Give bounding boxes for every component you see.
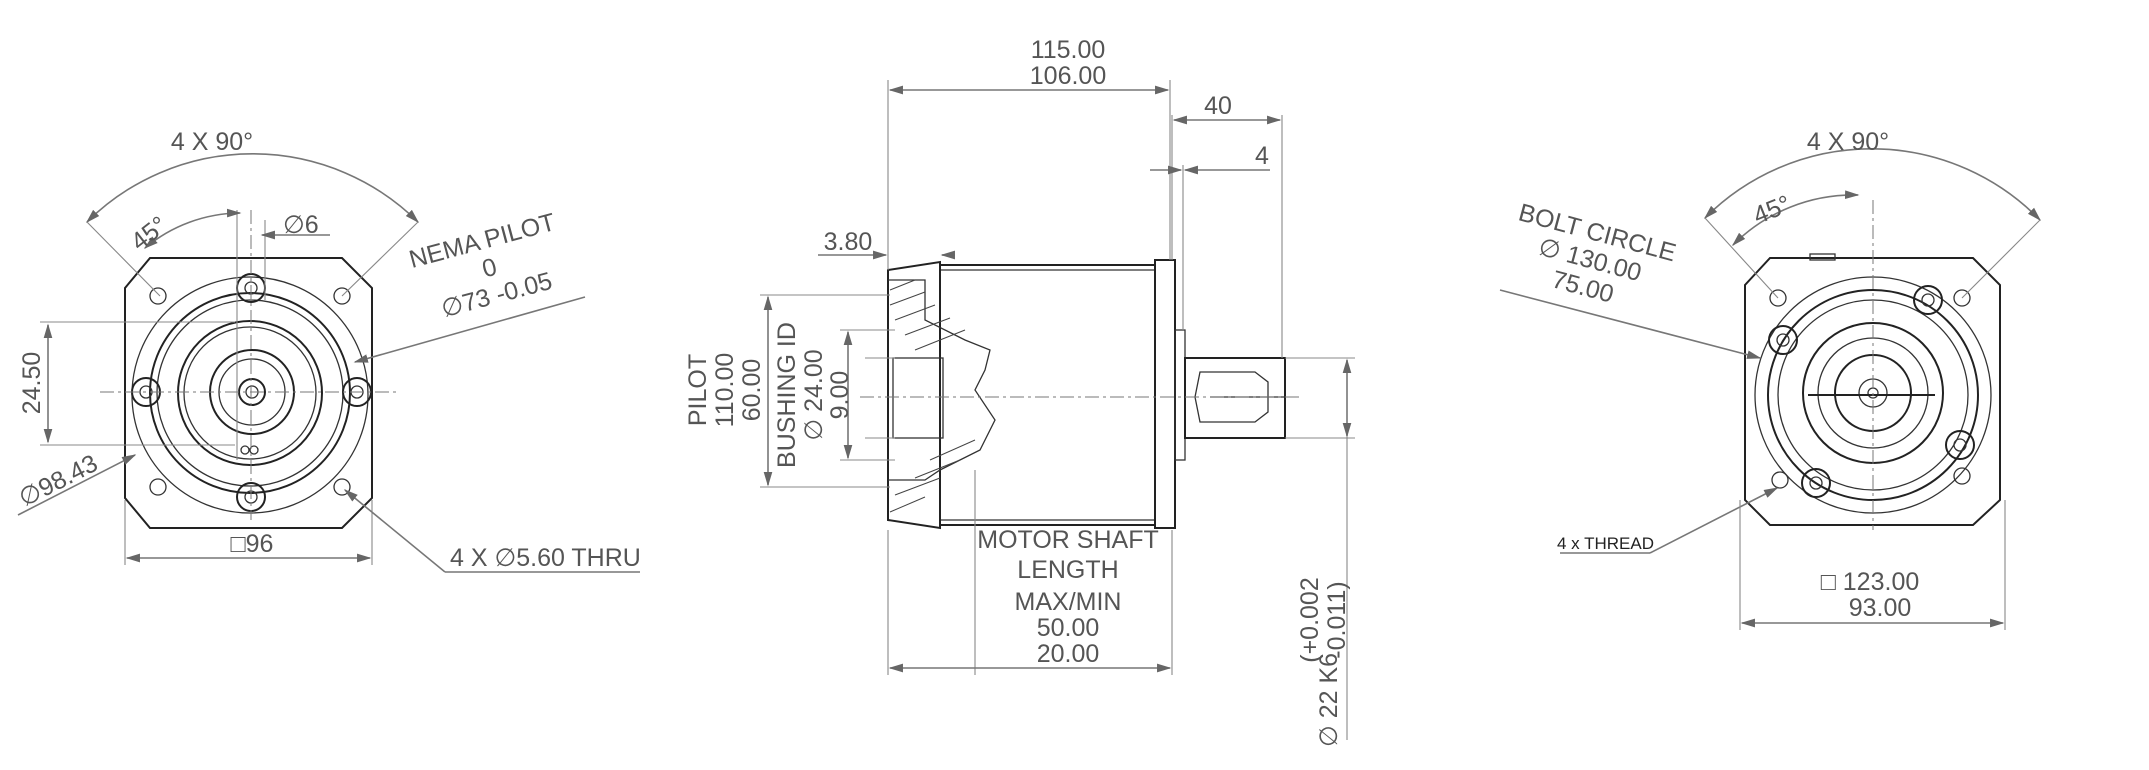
left-flange-outline (124, 257, 373, 529)
pilot-label: PILOT (684, 354, 712, 426)
bushing-24: ∅ 24.00 (800, 349, 828, 440)
motor-20: 20.00 (1037, 640, 1100, 668)
left-corner-holes (149, 287, 351, 496)
pilot-110: 110.00 (711, 353, 739, 428)
nema-pilot-tol: 0 (479, 253, 500, 284)
right-angle-45: 45° (1749, 190, 1795, 230)
left-hole-dia: ∅6 (283, 211, 319, 239)
shaft-tol-minus: -0.011) (1323, 581, 1351, 658)
side-hatching (889, 279, 976, 513)
side-len-106: 106.00 (1030, 62, 1106, 90)
pilot-60: 60.00 (738, 359, 766, 422)
right-angle-label: 4 X 90° (1807, 128, 1889, 156)
bushing-label: BUSHING ID (773, 322, 801, 468)
right-cap-screws (1768, 285, 1975, 498)
right-flange-outline (1744, 257, 2001, 526)
side-view: 115.00 106.00 40 4 3.80 PILOT 110.00 60.… (684, 36, 1355, 747)
right-square-123: □ 123.00 (1821, 568, 1920, 596)
motor-50: 50.00 (1037, 614, 1100, 642)
right-thread: 4 x THREAD (1557, 534, 1654, 553)
left-square-96: □96 (231, 530, 274, 558)
shaft-dia: ∅ 22 K6 (1315, 653, 1343, 747)
left-angle-45: 45° (126, 211, 173, 256)
right-rear-view: 4 X 90° 45° BOLT CIRCLE ∅ 130.00 75.00 4… (1499, 128, 2042, 630)
right-square-93: 93.00 (1849, 594, 1912, 622)
side-len-115: 115.00 (1031, 36, 1106, 64)
motor-maxmin-label: MAX/MIN (1015, 588, 1122, 616)
side-housing (939, 264, 1156, 526)
side-dim-380: 3.80 (824, 228, 873, 256)
left-dim-2450: 24.50 (18, 352, 46, 415)
shaft-tol-plus: (+0.002 (1296, 577, 1324, 663)
left-angle-label: 4 X 90° (171, 128, 253, 156)
motor-length-label: LENGTH (1017, 556, 1118, 584)
side-dim-40: 40 (1204, 92, 1232, 120)
bushing-9: 9.00 (826, 371, 854, 420)
right-corner-holes (1769, 289, 1971, 489)
left-dim-9843: ∅98.43 (14, 449, 102, 512)
left-thru-holes: 4 X ∅5.60 THRU (450, 544, 641, 572)
motor-shaft-label: MOTOR SHAFT (977, 526, 1158, 554)
side-dim-4: 4 (1255, 142, 1269, 170)
left-front-view: 4 X 90° 45° ∅6 NEMA PILOT 0 ∅73 -0.05 24… (14, 128, 641, 573)
